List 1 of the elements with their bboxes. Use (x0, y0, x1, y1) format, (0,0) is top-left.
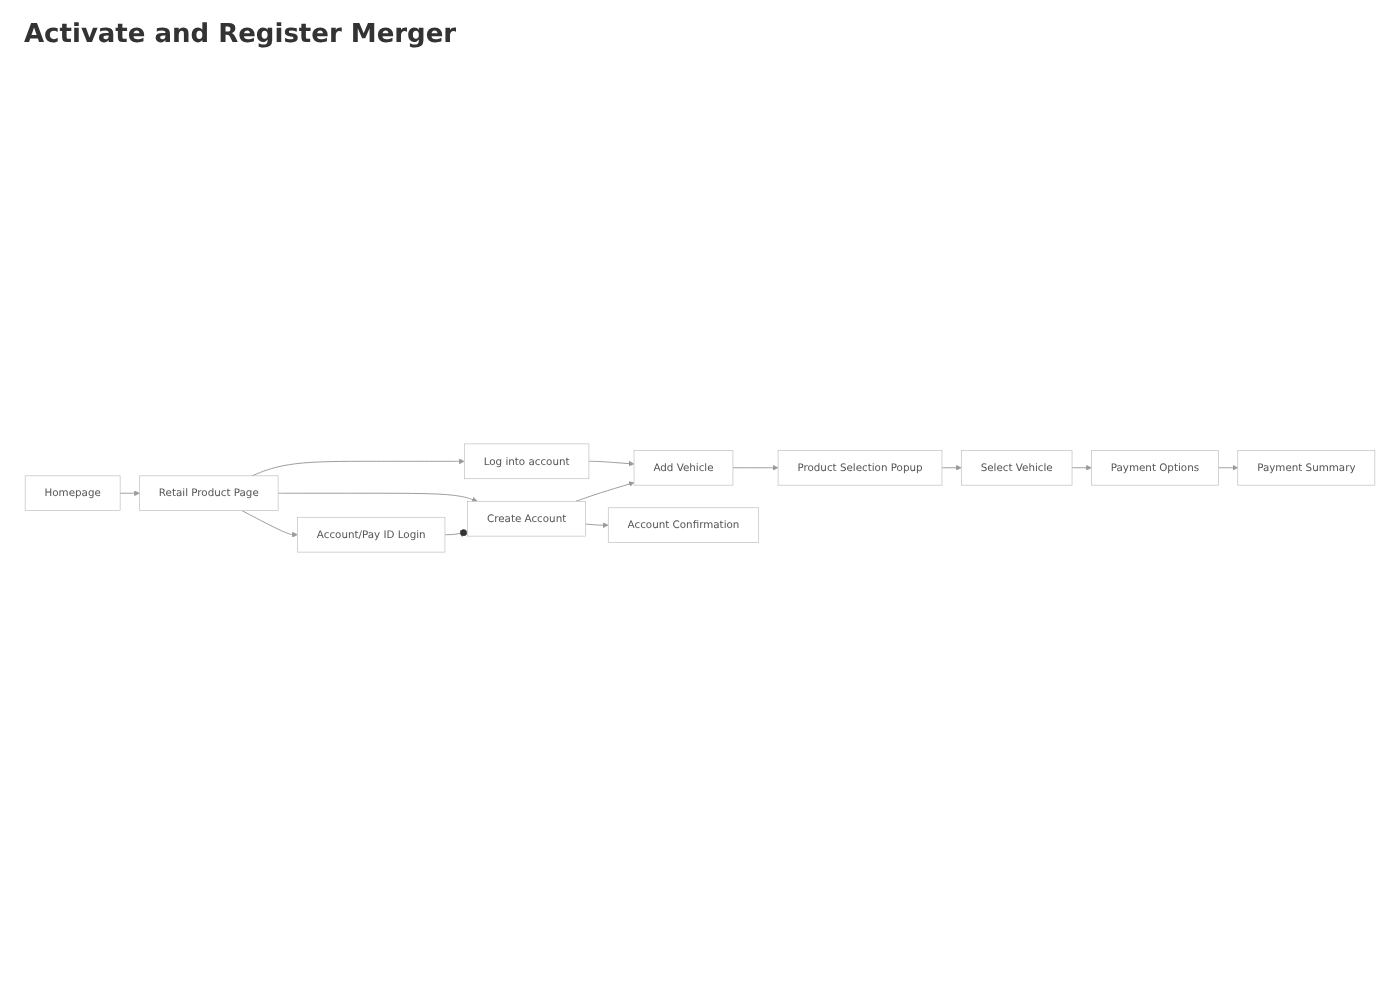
diagram-title: Activate and Register Merger (24, 20, 457, 50)
